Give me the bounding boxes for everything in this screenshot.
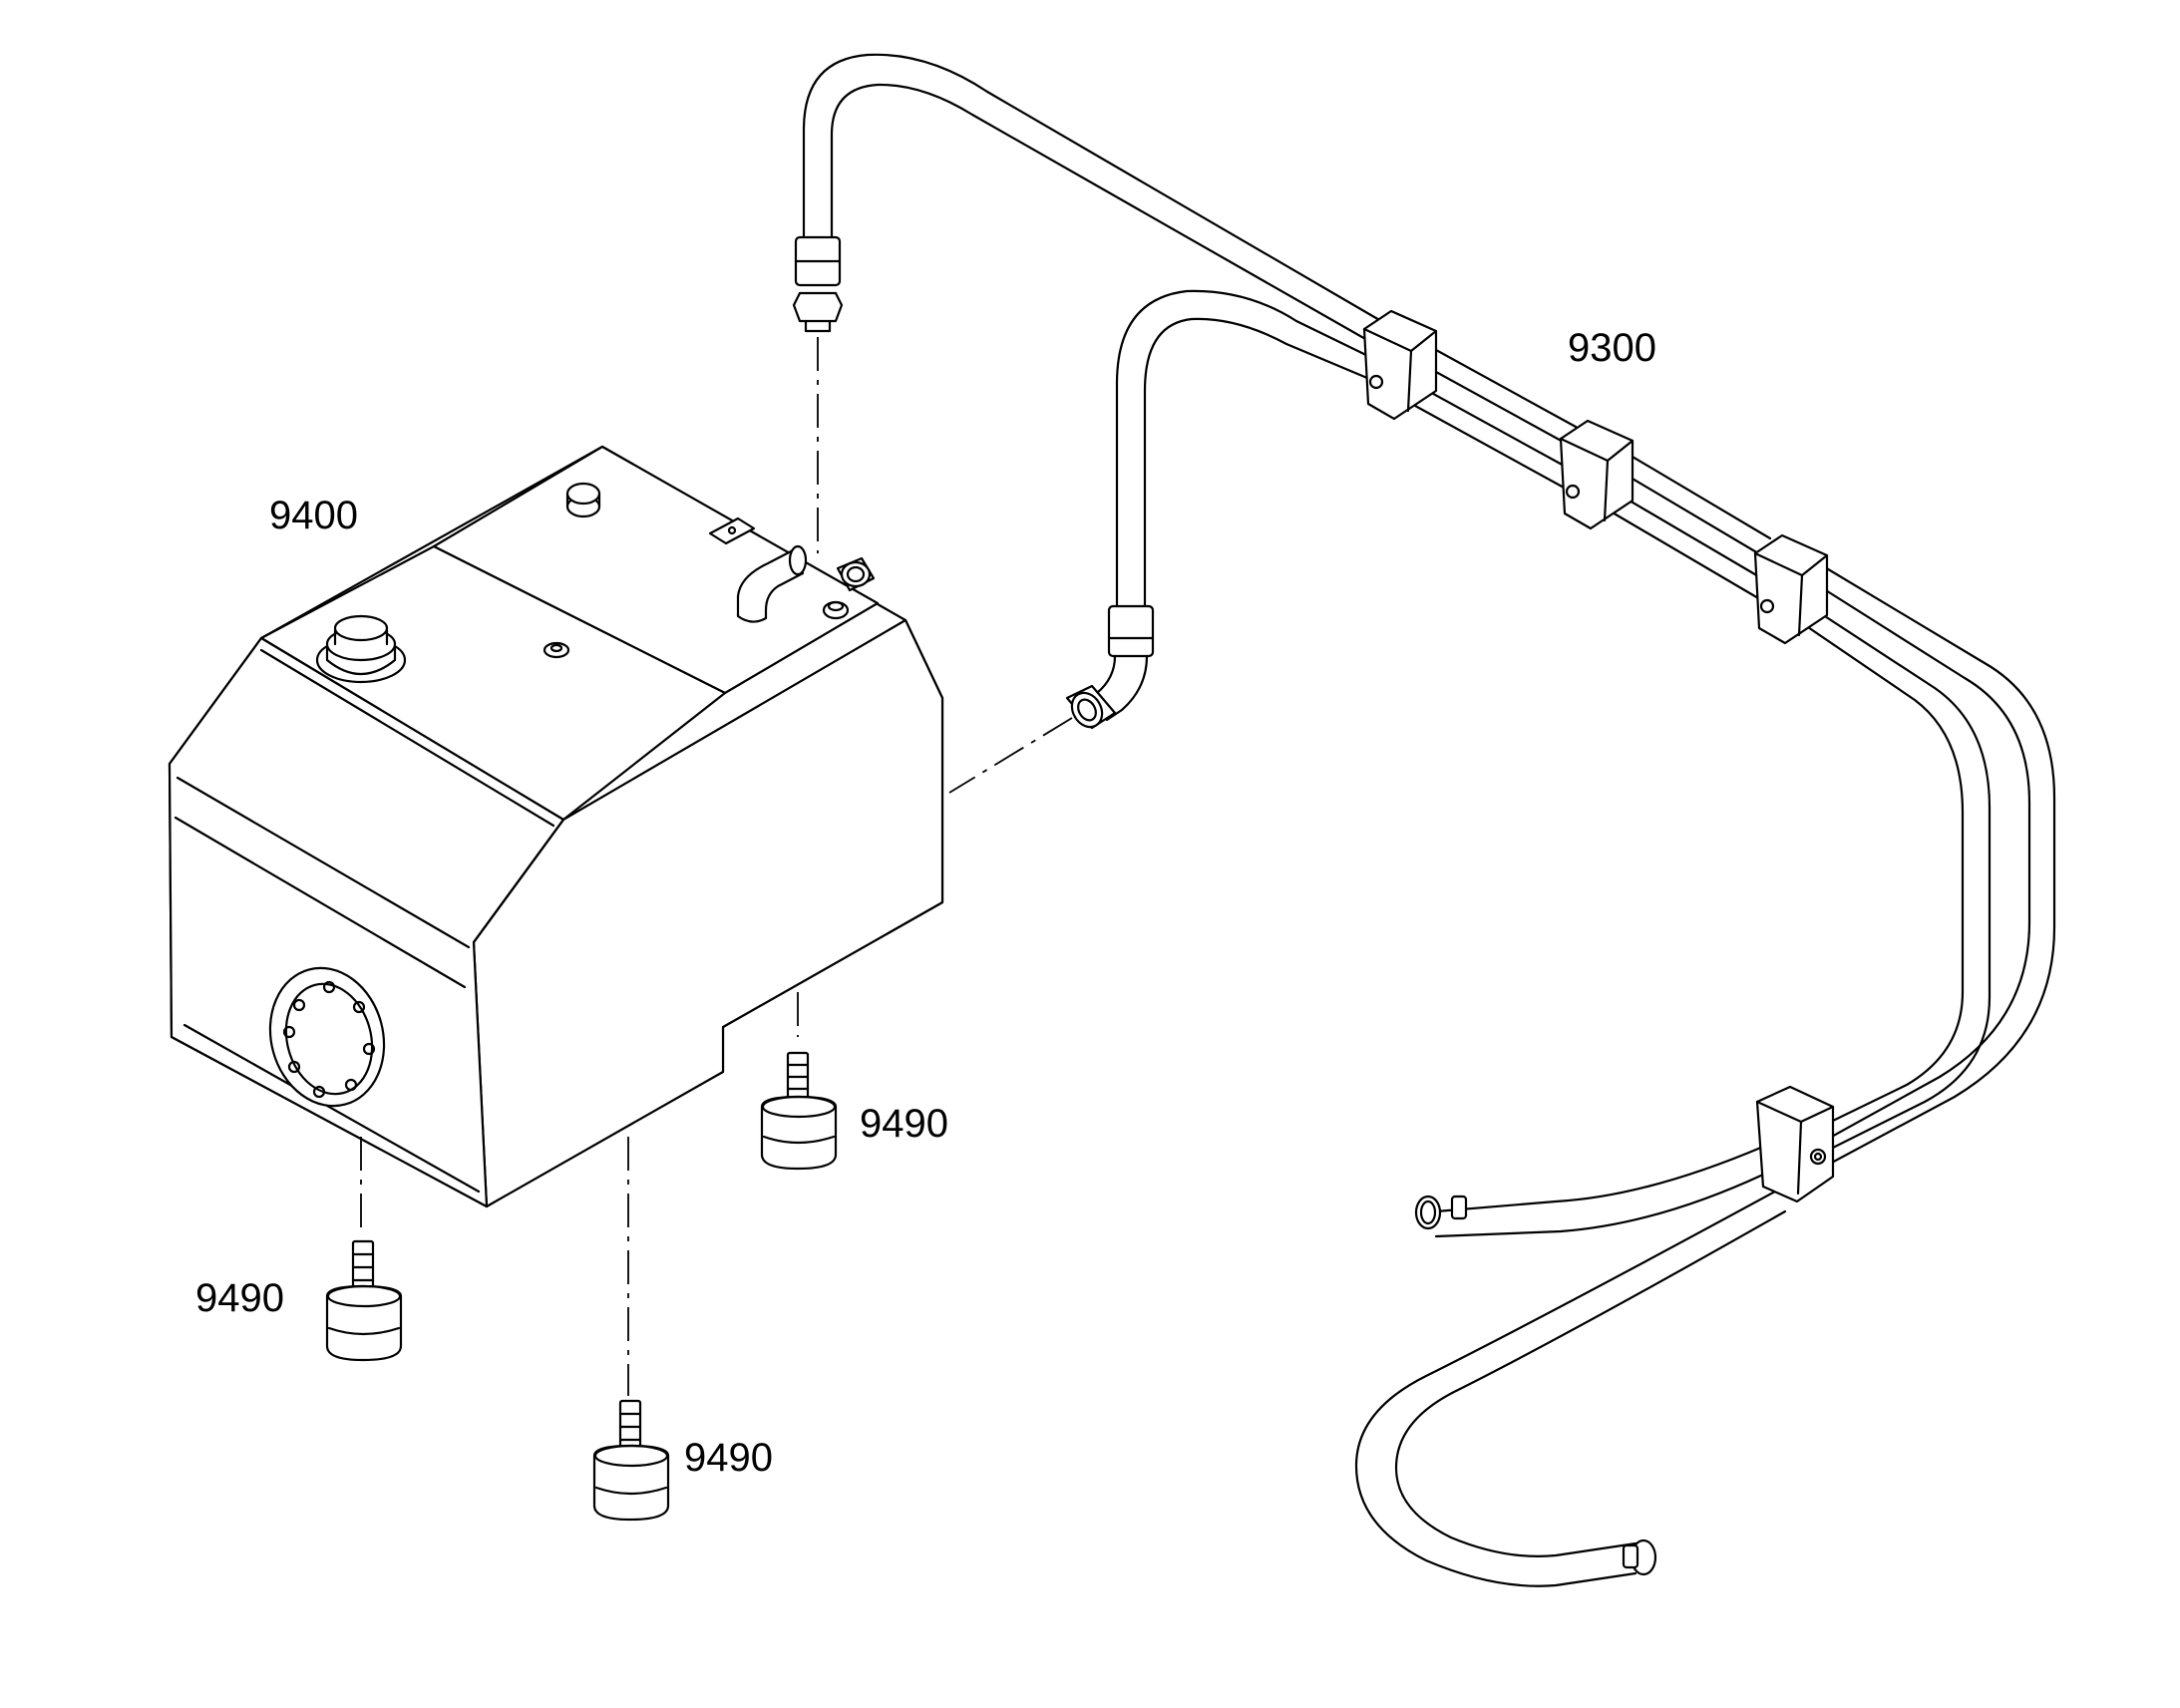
center-lines	[360, 337, 1073, 1396]
return-port	[836, 556, 876, 592]
outlet-elbow	[736, 544, 808, 623]
label-mount-right: 9490	[860, 1102, 948, 1146]
rear-plug	[565, 482, 601, 518]
clamp-block	[1755, 1085, 1835, 1203]
label-mount-left: 9490	[195, 1276, 284, 1320]
hose-elbow-fitting	[1065, 604, 1155, 730]
mount-left	[325, 1239, 403, 1362]
tank	[168, 445, 944, 1208]
inspection-cover	[268, 966, 386, 1108]
clamp-block	[1362, 309, 1438, 421]
hose-fitting	[792, 235, 844, 333]
mount-right	[760, 1051, 838, 1171]
clamp-block	[1753, 533, 1829, 645]
label-hose-assembly: 9300	[1568, 326, 1656, 370]
hose-assembly	[792, 53, 2056, 1587]
label-mount-bottom: 9490	[684, 1436, 773, 1480]
label-tank: 9400	[269, 494, 358, 537]
mount-bottom	[592, 1399, 670, 1522]
clamp-block	[1559, 419, 1635, 530]
filler-cap	[315, 614, 407, 684]
